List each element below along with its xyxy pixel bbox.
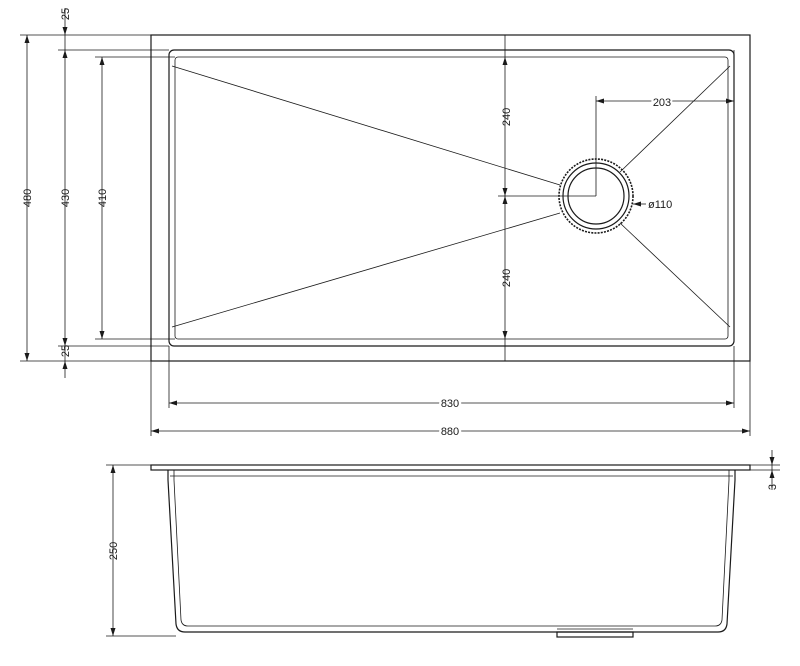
elevation-view: 250 3 [106,450,780,638]
slope-line-top-left [171,65,561,186]
arrow [633,201,641,207]
dim-label-880: 880 [441,426,459,438]
arrow [24,35,30,43]
left-dimensions: 480 430 410 25 25 [20,8,175,378]
elevation-drain-outlet [556,631,634,638]
arrow [726,98,734,104]
dim-label-25-top: 25 [60,8,72,20]
slope-line-top-right [619,65,731,173]
elevation-body-outer [167,470,736,633]
dim-label-25-bottom: 25 [60,345,72,357]
dim-label-3: 3 [767,484,779,490]
arrow [62,361,68,369]
dim-label-430: 430 [60,189,72,207]
slope-line-bottom-left [171,212,561,328]
arrow [110,465,116,473]
dim-label-830: 830 [441,398,459,410]
arrow [769,470,775,478]
arrow [62,50,68,58]
arrow [62,338,68,346]
arrow [502,188,508,196]
dim-label-240-bottom: 240 [501,269,513,287]
arrow [769,457,775,465]
bowl-outer-outline [168,49,735,347]
dim-label-203: 203 [653,97,671,109]
arrow [596,98,604,104]
dim-label-drain-diameter: ø110 [648,199,672,211]
arrow [62,27,68,35]
drain-dimensions: 240 240 203 ø110 [501,50,735,339]
arrow [24,353,30,361]
elevation-flange [150,464,751,471]
arrow [151,428,159,434]
arrow [99,331,105,339]
elevation-body-inner [173,470,730,627]
arrow [502,57,508,65]
arrow [502,196,508,204]
outer-flange-outline [150,34,751,362]
arrow [726,400,734,406]
dim-label-250: 250 [108,542,120,560]
width-dimensions: 830 880 [150,346,751,441]
arrow [169,400,177,406]
arrow [502,331,508,339]
arrow [99,57,105,65]
dim-label-410: 410 [97,189,109,207]
bowl-inner-outline [174,56,729,340]
slope-line-bottom-right [619,222,731,328]
dim-label-480: 480 [22,189,34,207]
arrow [742,428,750,434]
dim-label-240-top: 240 [501,108,513,126]
arrow [110,628,116,636]
plan-view [150,34,751,362]
